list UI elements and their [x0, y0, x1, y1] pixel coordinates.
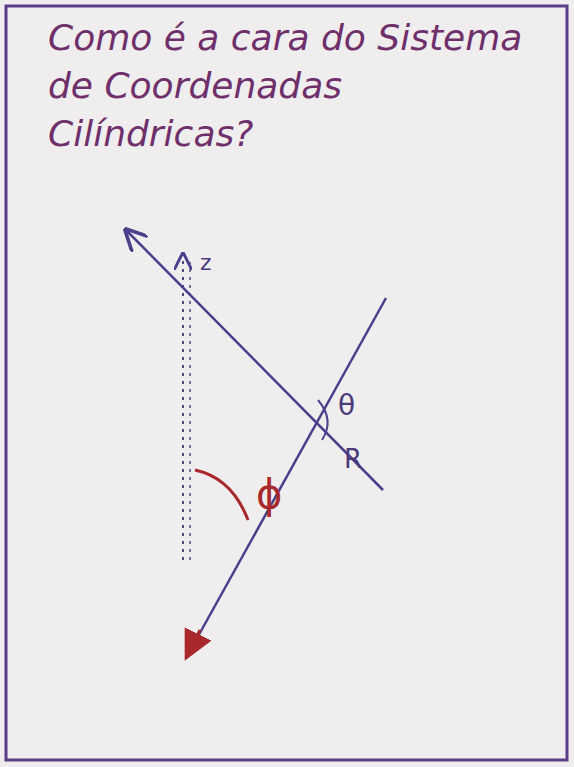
z-axis-dots: [189, 262, 191, 560]
frame: [6, 6, 567, 760]
radius-label: R: [344, 446, 362, 472]
z-axis: [182, 254, 184, 560]
handwritten-title: Como é a cara do Sistema de Coordenadas …: [48, 14, 528, 158]
theta-arc: [318, 400, 328, 440]
axis-label: z: [200, 252, 212, 274]
radius-line: [186, 298, 386, 658]
angle-label: ϕ: [256, 474, 282, 514]
angle-label: θ: [338, 392, 355, 420]
arrow-head: [186, 630, 200, 658]
axis-line: [126, 230, 383, 490]
phi-arc: [195, 470, 248, 520]
